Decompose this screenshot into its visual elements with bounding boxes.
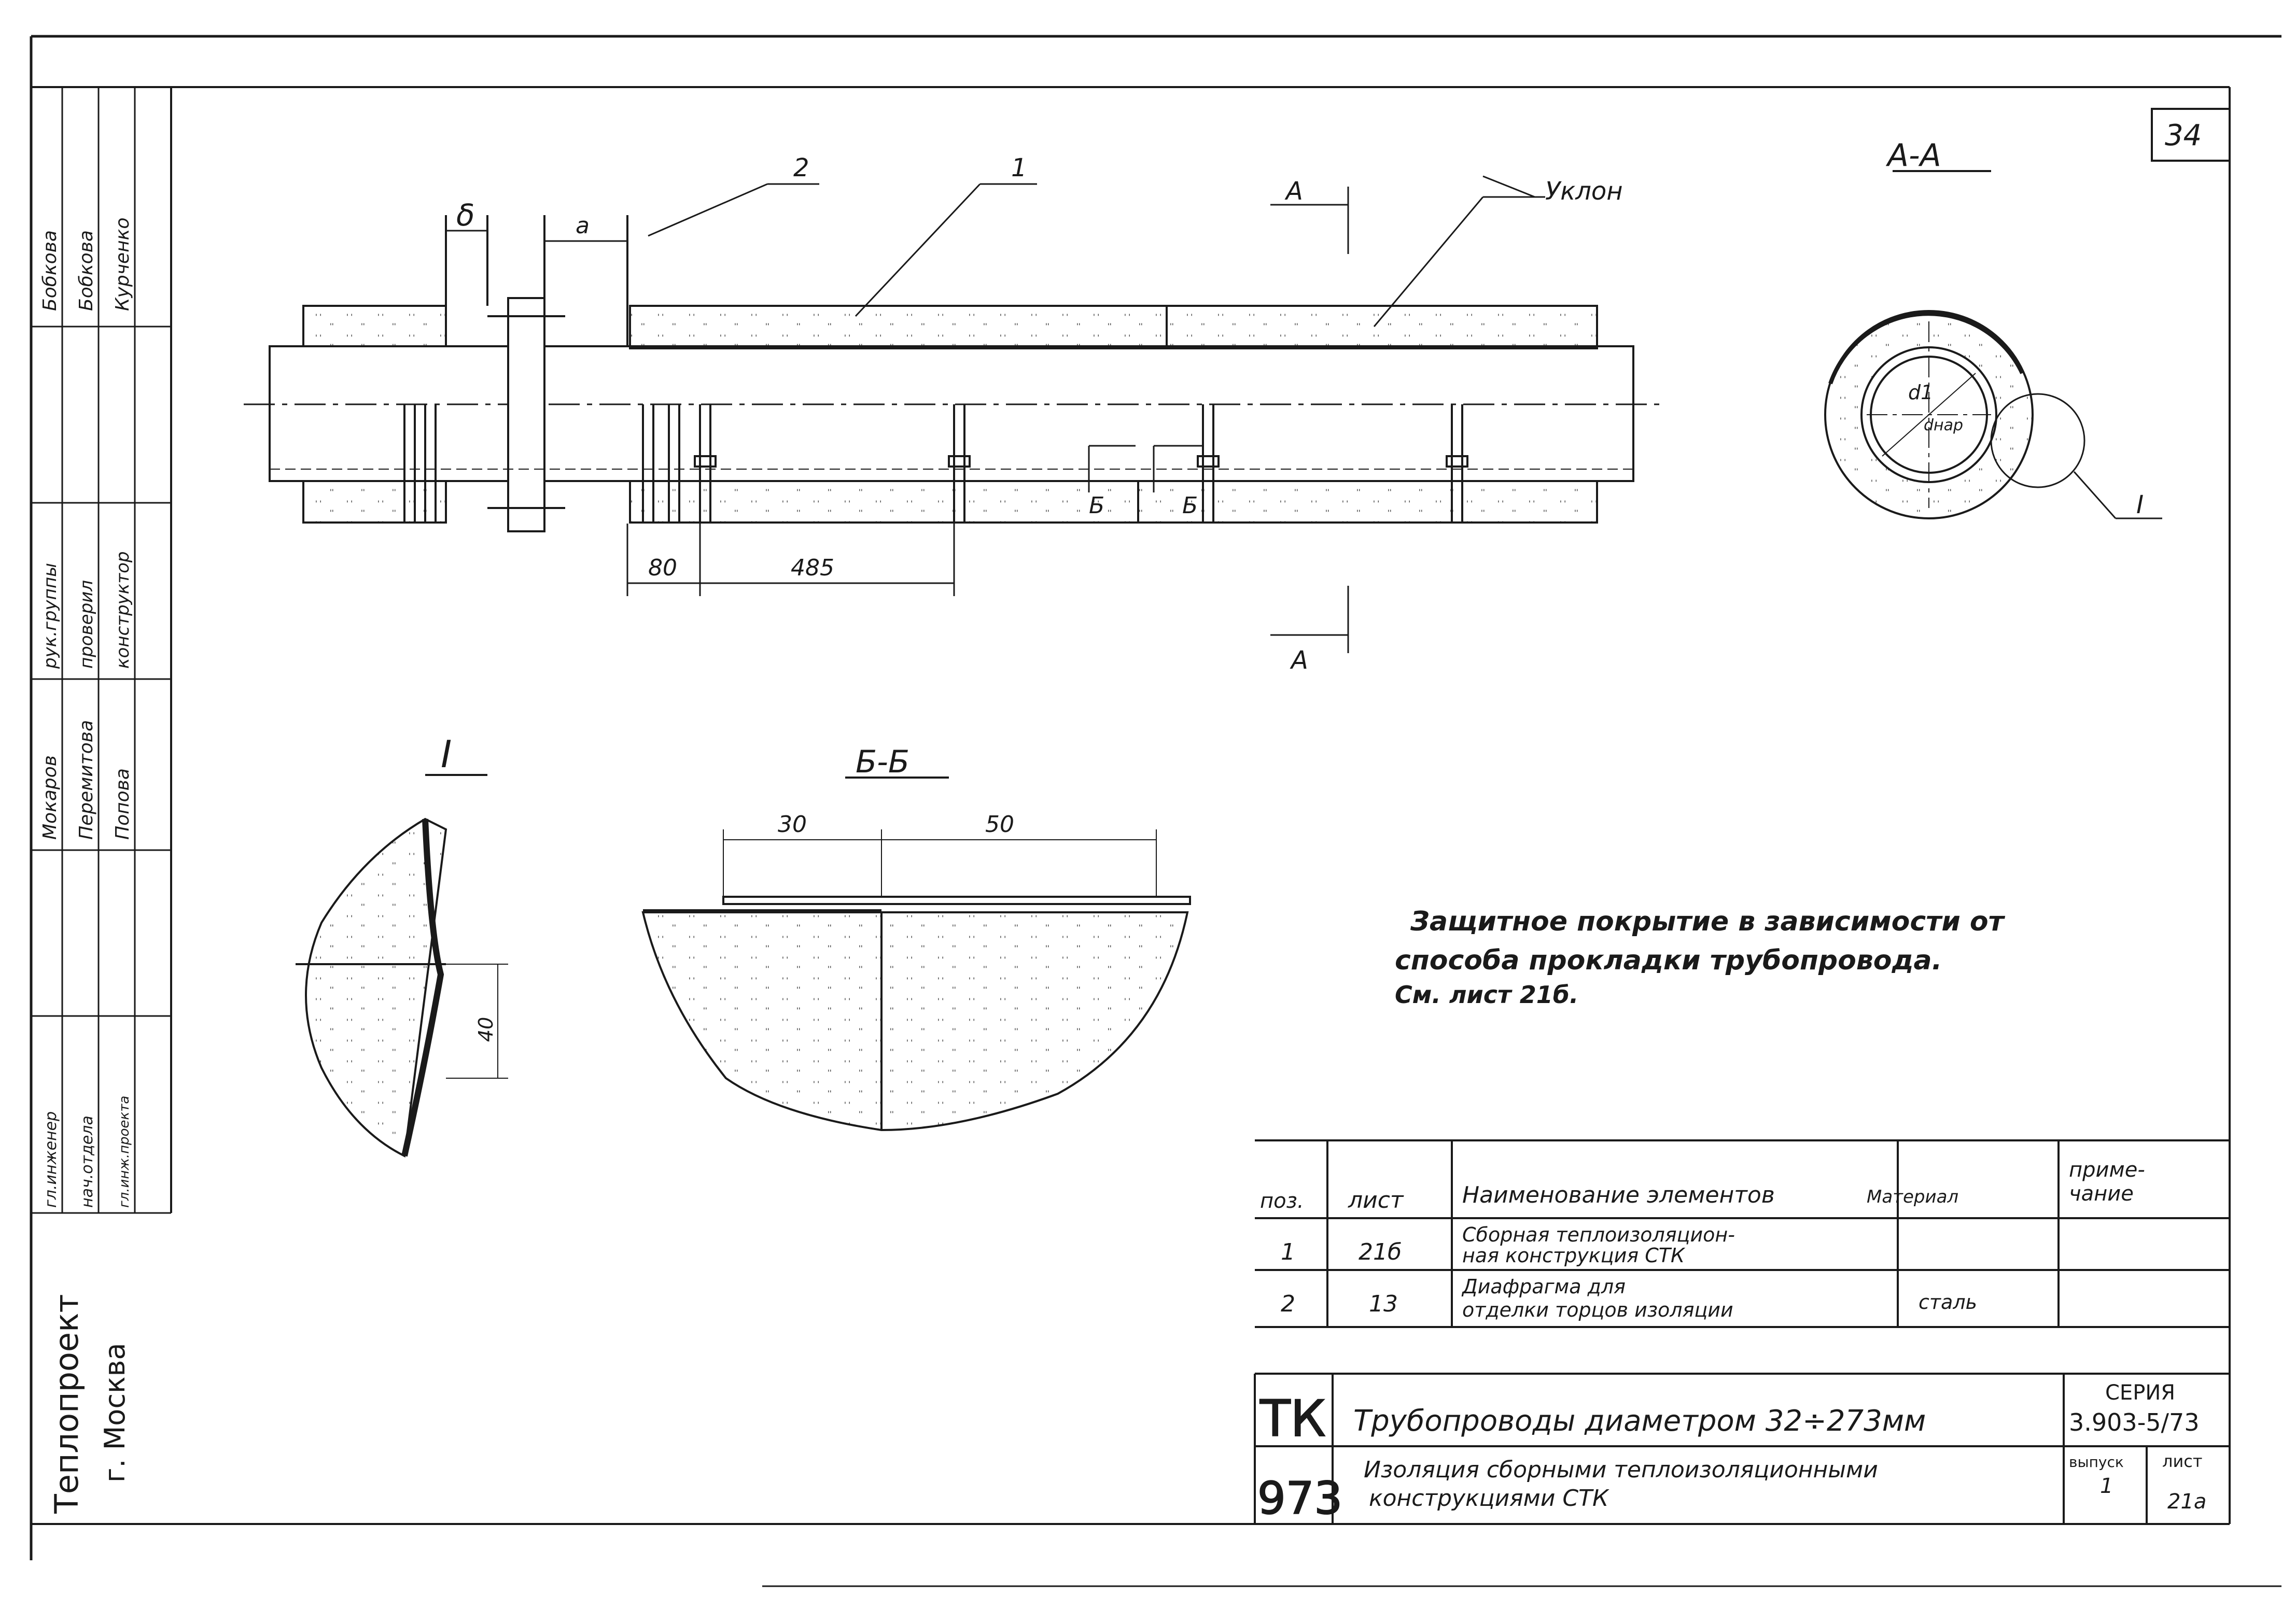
stamp-role-6: конструктор xyxy=(113,552,133,669)
detail-i-title: I xyxy=(441,732,452,776)
section-aa-title: А-А xyxy=(1885,137,1941,174)
insulation-shells-visible xyxy=(302,305,1598,347)
cut-a-bottom: А xyxy=(1290,646,1308,675)
flange-diaphragm xyxy=(445,215,628,532)
code-top: ТК xyxy=(1259,1390,1326,1448)
shell-vis-right xyxy=(1166,305,1598,347)
spec-table xyxy=(1255,1139,2230,1328)
label-slope: Уклон xyxy=(1545,177,1623,206)
dim-485: 485 xyxy=(791,555,834,581)
title-line-3: конструкциями СТК xyxy=(1369,1485,1609,1512)
sheet-label: лист xyxy=(2162,1451,2202,1471)
label-position-2: 2 xyxy=(793,153,809,182)
series-value: 3.903-5/73 xyxy=(2069,1408,2200,1436)
row2-material: сталь xyxy=(1919,1291,1977,1314)
code-bottom: 973 xyxy=(1257,1473,1342,1525)
diaphragm xyxy=(507,297,545,532)
issue-value: 1 xyxy=(2100,1474,2113,1498)
header-pos: поз. xyxy=(1260,1189,1304,1213)
header-name: Наименование элементов xyxy=(1462,1182,1775,1208)
cut-b-left: Б xyxy=(1089,492,1104,519)
stamp-role-3: гл.инж.проекта xyxy=(117,1096,132,1208)
sheet-value: 21а xyxy=(2167,1490,2206,1514)
dim-80: 80 xyxy=(648,555,677,581)
cut-a-top: А xyxy=(1284,177,1303,206)
shell-vis-left xyxy=(302,305,447,347)
stamp-role-1: гл.инженер xyxy=(42,1111,60,1208)
insulation-bottom-right xyxy=(1137,480,1598,524)
stamp-name-3: Курченко xyxy=(112,218,133,311)
header-sheet: лист xyxy=(1348,1187,1404,1213)
org-city: г. Москва xyxy=(99,1343,131,1483)
dim-50: 50 xyxy=(985,811,1014,838)
protective-coating-note: Защитное покрытие в зависимости от спосо… xyxy=(1395,906,2006,1009)
stamp-role-5: проверил xyxy=(76,580,97,669)
label-dnar: dнар xyxy=(1924,416,1963,434)
issue-label: выпуск xyxy=(2069,1453,2124,1471)
detail-callout xyxy=(1990,393,2085,488)
stamp-role-2: нач.отдела xyxy=(78,1116,96,1208)
stamp-name-6: Попова xyxy=(112,768,133,840)
label-position-1: 1 xyxy=(1011,153,1027,182)
stamp-name-5: Перемитова xyxy=(76,720,97,840)
spec-table-texts: поз. лист Наименование элементов Материа… xyxy=(1260,1158,2145,1321)
dim-30: 30 xyxy=(778,811,807,838)
section-bb xyxy=(641,777,1191,1132)
dim-a: a xyxy=(576,213,590,239)
bands xyxy=(270,404,1633,523)
cut-b-right: Б xyxy=(1182,492,1198,519)
title-block-texts: ТК 973 Трубопроводы диаметром 32÷273мм И… xyxy=(1257,1381,2206,1525)
row1-name-1: Сборная теплоизоляцион- xyxy=(1462,1223,1735,1246)
dim-delta: δ xyxy=(456,197,475,233)
header-material: Материал xyxy=(1867,1187,1958,1207)
insulation-bottom-left xyxy=(302,480,447,524)
detail-i-shape xyxy=(305,817,447,1158)
series-label: СЕРИЯ xyxy=(2105,1381,2175,1405)
main-view xyxy=(244,341,1659,524)
section-aa xyxy=(1824,170,2162,519)
stamp-name-2: Бобкова xyxy=(76,230,97,311)
detail-i xyxy=(296,774,508,1158)
sheet-frame xyxy=(30,35,2281,1587)
row1-pos: 1 xyxy=(1281,1239,1295,1265)
side-stamp xyxy=(30,87,171,1524)
header-note: приме-чание xyxy=(2069,1158,2145,1206)
main-view-labels: 2 1 Уклон δ a 80 485 А А Б Б xyxy=(456,153,1623,675)
detail-i-labels: I 40 xyxy=(441,732,497,1042)
sheet-number: 34 xyxy=(2165,119,2202,152)
note-line-1: Защитное покрытие в зависимости от xyxy=(1410,906,2006,937)
row1-sheet: 21б xyxy=(1359,1239,1402,1265)
section-bb-shape xyxy=(641,911,1189,1132)
title-line-1: Трубопроводы диаметром 32÷273мм xyxy=(1353,1404,1926,1438)
sheet-number-box: 34 xyxy=(2151,108,2231,162)
detail-ref: I xyxy=(2136,490,2144,519)
org-name: Теплопроект xyxy=(48,1294,86,1514)
side-stamp-texts: Бобкова Бобкова Курченко рук.группы пров… xyxy=(39,218,133,1514)
note-line-3: См. лист 21б. xyxy=(1395,981,1578,1009)
stamp-role-4: рук.группы xyxy=(40,563,61,669)
main-dimensions xyxy=(446,175,1545,653)
sheathing-layer xyxy=(722,896,1191,905)
stamp-name-1: Бобкова xyxy=(39,230,61,311)
note-line-2: способа прокладки трубопровода. xyxy=(1395,945,1942,976)
insulation-bottom-mid xyxy=(629,480,1139,524)
row1-name-2: ная конструкция СТК xyxy=(1462,1244,1686,1267)
stamp-name-4: Мокаров xyxy=(39,755,61,840)
shell-vis-mid xyxy=(629,305,1168,347)
section-aa-labels: А-А d1 dнар I xyxy=(1885,137,2144,519)
section-bb-labels: Б-Б 30 50 xyxy=(778,744,1014,838)
row2-pos: 2 xyxy=(1281,1291,1295,1317)
title-line-2: Изоляция сборными теплоизоляционными xyxy=(1364,1457,1878,1483)
title-block xyxy=(1254,1373,2230,1524)
row2-name-1: Диафрагма для xyxy=(1461,1275,1626,1298)
dim-40: 40 xyxy=(474,1017,497,1042)
section-bb-title: Б-Б xyxy=(856,744,909,780)
row2-sheet: 13 xyxy=(1369,1291,1398,1317)
row2-name-2: отделки торцов изоляции xyxy=(1462,1299,1733,1321)
label-d1: d1 xyxy=(1908,381,1933,404)
pipe-body xyxy=(269,345,1634,482)
